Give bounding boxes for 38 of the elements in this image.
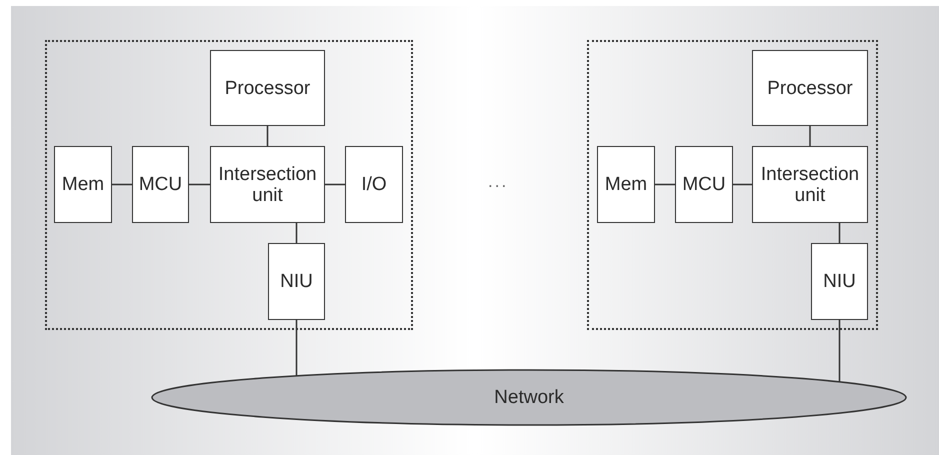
component-label: Processor xyxy=(767,78,853,98)
component-label: NIU xyxy=(823,271,856,292)
connector-line xyxy=(112,184,132,186)
connector-line xyxy=(325,184,345,186)
component-box xyxy=(345,146,403,223)
component-box xyxy=(675,146,733,223)
component-label: Intersection unit xyxy=(760,164,860,206)
component-label: Mem xyxy=(604,174,648,195)
component-box xyxy=(752,146,868,223)
component-box xyxy=(811,243,868,320)
component-box xyxy=(132,146,189,223)
component-label: MCU xyxy=(682,174,726,195)
connector-line xyxy=(189,184,210,186)
ellipsis-text: ... xyxy=(488,172,508,192)
component-box xyxy=(597,146,655,223)
component-label: Intersection unit xyxy=(217,164,318,206)
node-group-outline xyxy=(587,40,878,330)
connector-line xyxy=(838,223,840,243)
component-box xyxy=(752,50,868,126)
network-ellipse xyxy=(151,369,907,426)
connector-line xyxy=(296,223,298,243)
connector-line xyxy=(733,184,752,186)
component-box xyxy=(54,146,112,223)
connector-line xyxy=(809,126,811,146)
component-label: Processor xyxy=(224,78,310,98)
component-label: Network xyxy=(494,387,564,408)
component-box xyxy=(210,50,325,126)
component-label: Mem xyxy=(62,174,104,195)
connector-line xyxy=(838,320,840,382)
node-group-outline xyxy=(45,40,413,330)
component-label: I/O xyxy=(361,174,387,195)
component-box xyxy=(268,243,325,320)
connector-line xyxy=(266,126,268,146)
component-label: MCU xyxy=(138,174,182,195)
component-label: NIU xyxy=(280,271,313,292)
connector-line xyxy=(296,320,298,376)
component-box xyxy=(210,146,325,223)
connector-line xyxy=(655,184,675,186)
